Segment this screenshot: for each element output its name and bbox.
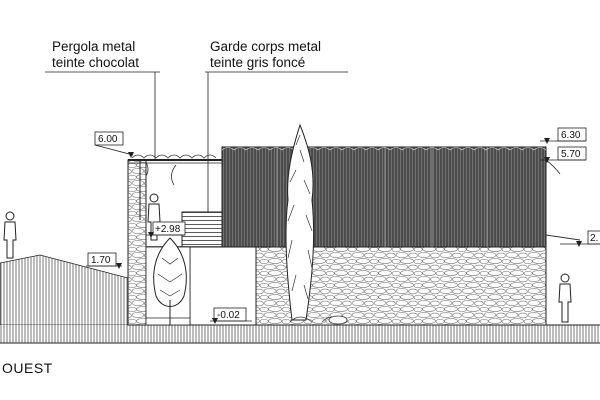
level-marker-ground-floor: -0.02 <box>210 307 252 324</box>
stone-wall-left <box>127 159 147 326</box>
human-figure-right <box>558 273 572 323</box>
level-marker-terrace: +2.98 <box>146 221 186 238</box>
cypress-tree <box>285 123 348 325</box>
level-marker-pergola: 6.00 <box>94 131 134 158</box>
level-marker-right-partial: 2. <box>560 230 600 247</box>
small-tree <box>153 237 187 325</box>
annotation-leaders <box>45 71 348 212</box>
railing-label-line2: teinte gris foncé <box>210 55 305 70</box>
pergola <box>128 154 222 220</box>
railing-label-line1: Garde corps metal <box>210 39 321 54</box>
level-marker-roof-top: 6.30 <box>540 127 587 144</box>
level-marker-ground-left: 1.70 <box>86 252 122 269</box>
level-roof-top-text: 6.30 <box>561 130 581 141</box>
facade-title: OUEST <box>2 360 53 376</box>
pergola-label-line2: teinte chocolat <box>52 55 139 70</box>
cladding-upper <box>221 146 581 248</box>
level-right-partial-text: 2. <box>590 233 598 244</box>
level-marker-roof-edge: 5.70 <box>540 146 587 163</box>
ground <box>0 254 600 344</box>
level-terrace-text: +2.98 <box>155 224 181 235</box>
level-ground-floor-text: -0.02 <box>217 310 240 321</box>
pergola-label-line1: Pergola metal <box>52 39 135 54</box>
human-figure-left <box>3 211 17 259</box>
level-ground-left-text: 1.70 <box>91 255 111 266</box>
level-roof-edge-text: 5.70 <box>561 149 581 160</box>
level-pergola-text: 6.00 <box>98 134 118 145</box>
